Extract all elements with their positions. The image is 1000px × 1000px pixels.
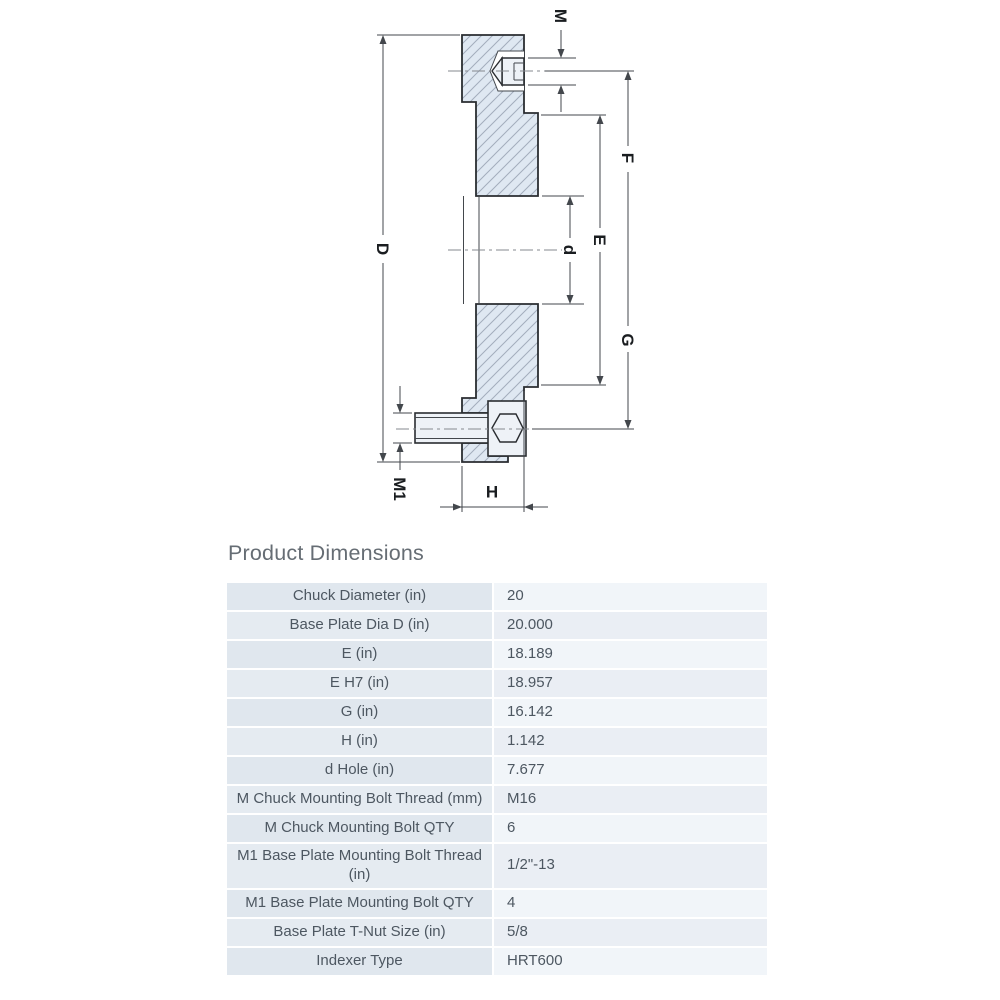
row-label: Base Plate T-Nut Size (in) — [227, 918, 492, 946]
row-value: 20.000 — [494, 612, 767, 639]
row-value: 16.142 — [494, 699, 767, 726]
body-lower-block — [461, 303, 539, 414]
dim-F-G — [624, 71, 632, 429]
centerlines — [396, 70, 562, 430]
bolt-hex-socket — [491, 413, 524, 443]
row-label: d Hole (in) — [227, 757, 492, 784]
row-value: HRT600 — [494, 947, 767, 975]
row-label: M Chuck Mounting Bolt QTY — [227, 815, 492, 842]
row-value: 20 — [494, 583, 767, 610]
table-row: H (in) 1.142 — [227, 728, 767, 755]
table-row: E (in) 18.189 — [227, 641, 767, 668]
row-label: G (in) — [227, 699, 492, 726]
base-plate-section — [461, 34, 539, 463]
label-F: F — [618, 153, 637, 163]
row-value: M16 — [494, 786, 767, 813]
row-value: 18.957 — [494, 670, 767, 697]
page-title: Product Dimensions — [228, 541, 424, 565]
label-E: E — [590, 234, 609, 245]
row-label: Base Plate Dia D (in) — [227, 612, 492, 639]
dim-E — [596, 115, 604, 385]
row-value: 1/2"-13 — [494, 844, 767, 888]
table-row: Base Plate T-Nut Size (in) 5/8 — [227, 918, 767, 946]
cross-section-drawing: D M F E d G M1 H — [373, 9, 637, 512]
extension-lines — [377, 34, 634, 512]
label-d: d — [560, 245, 579, 255]
label-H: H — [486, 483, 498, 502]
row-value: 5/8 — [494, 918, 767, 946]
dimension-lines — [379, 30, 632, 511]
table-row: Base Plate Dia D (in) 20.000 — [227, 612, 767, 639]
label-M1: M1 — [390, 477, 409, 501]
dim-M1 — [396, 386, 404, 470]
row-label: H (in) — [227, 728, 492, 755]
table-row: M1 Base Plate Mounting Bolt QTY 4 — [227, 889, 767, 917]
table-row: Indexer Type HRT600 — [227, 947, 767, 975]
row-label: E H7 (in) — [227, 670, 492, 697]
row-value: 4 — [494, 889, 767, 917]
dim-M — [557, 30, 565, 112]
label-D: D — [373, 243, 392, 255]
dim-d — [566, 196, 574, 304]
row-label: M1 Base Plate Mounting Bolt Thread (in) — [227, 844, 492, 888]
dim-D — [379, 35, 387, 462]
row-label: Indexer Type — [227, 947, 492, 975]
table-row: M1 Base Plate Mounting Bolt Thread (in) … — [227, 844, 767, 888]
row-value: 7.677 — [494, 757, 767, 784]
row-label: E (in) — [227, 641, 492, 668]
table-row: E H7 (in) 18.957 — [227, 670, 767, 697]
row-value: 6 — [494, 815, 767, 842]
table-row: Chuck Diameter (in) 20 — [227, 583, 767, 610]
label-M: M — [551, 9, 570, 23]
row-label: Chuck Diameter (in) — [227, 583, 492, 610]
label-G: G — [618, 333, 637, 346]
table-row: M Chuck Mounting Bolt QTY 6 — [227, 815, 767, 842]
row-value: 1.142 — [494, 728, 767, 755]
row-label: M1 Base Plate Mounting Bolt QTY — [227, 889, 492, 917]
table-row: d Hole (in) 7.677 — [227, 757, 767, 784]
row-value: 18.189 — [494, 641, 767, 668]
row-label: M Chuck Mounting Bolt Thread (mm) — [227, 786, 492, 813]
product-dimensions-table: Chuck Diameter (in) 20 Base Plate Dia D … — [227, 583, 767, 977]
dimension-labels: D M F E d G M1 H — [373, 9, 637, 502]
table-row: M Chuck Mounting Bolt Thread (mm) M16 — [227, 786, 767, 813]
table-row: G (in) 16.142 — [227, 699, 767, 726]
dim-H — [440, 503, 548, 511]
